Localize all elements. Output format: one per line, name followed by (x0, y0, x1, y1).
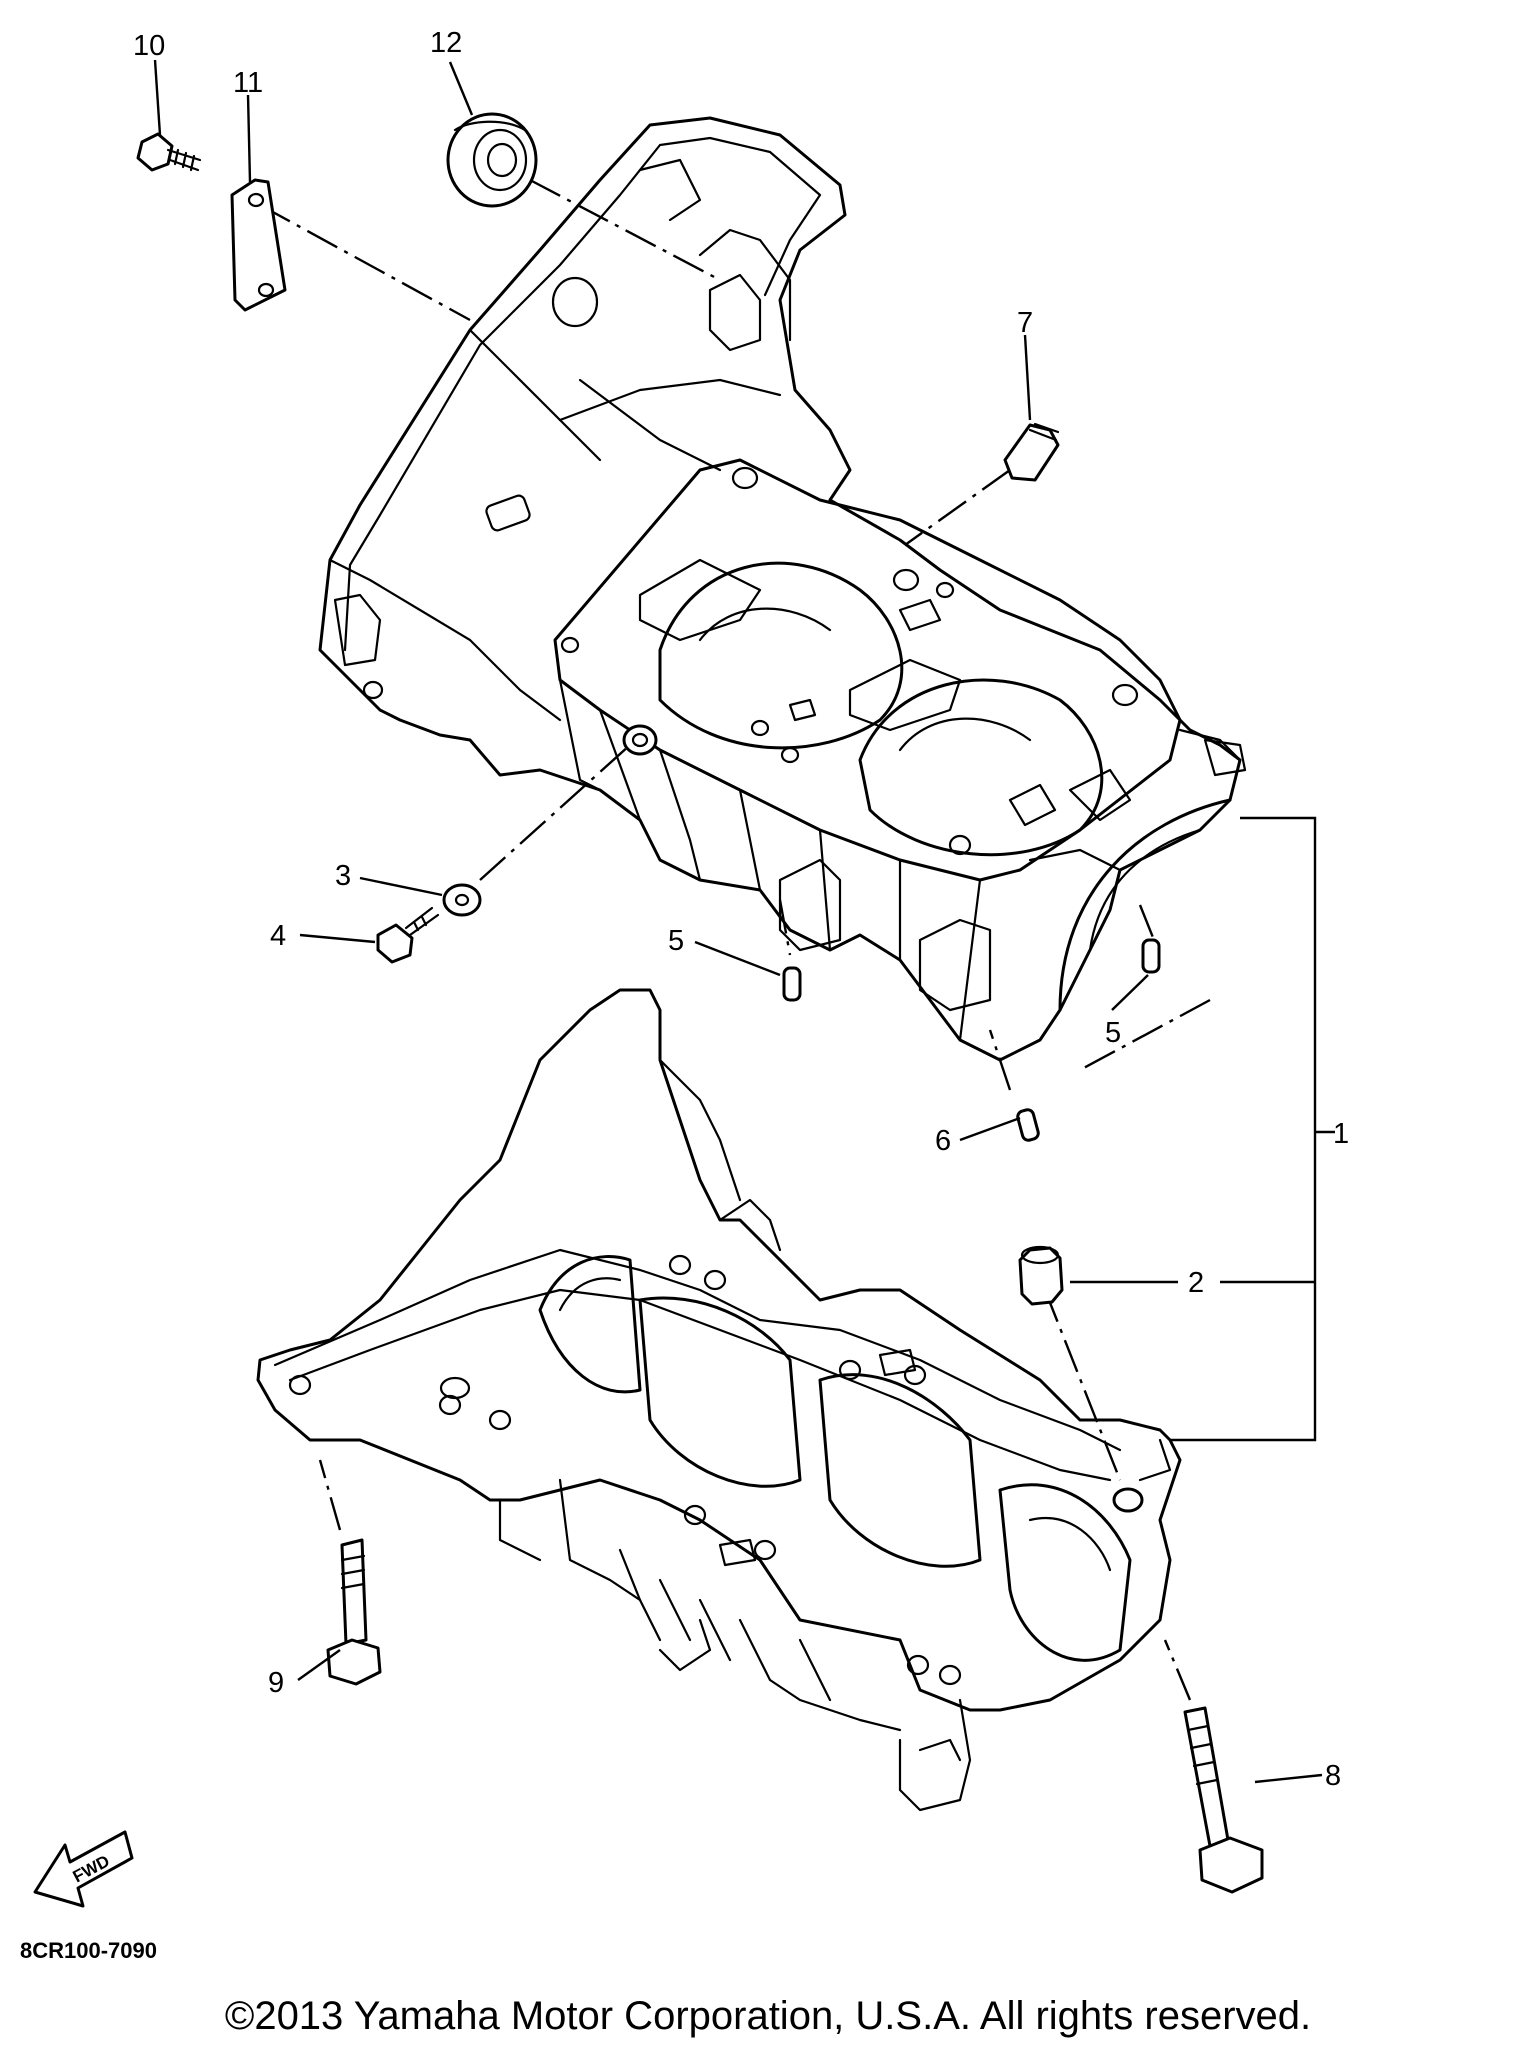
part-5-dowel-right (1141, 938, 1161, 974)
callout-8: 8 (1325, 1760, 1341, 1792)
callout-10: 12 (430, 27, 462, 59)
lower-crankcase (256, 988, 1182, 1812)
fwd-arrow-icon: FWD (33, 1830, 134, 1908)
callout-7: 7 (1017, 307, 1033, 339)
upper-crankcase (318, 116, 1247, 1062)
part-4-bolt (376, 906, 440, 964)
callout-4: 4 (270, 920, 286, 952)
callout-6: 6 (935, 1125, 951, 1157)
callout-5-right: 5 (1105, 1017, 1121, 1049)
part-5-dowel-left (782, 966, 802, 1002)
callout-11: 11 (233, 67, 263, 99)
part-8-bolt (1183, 1706, 1264, 1894)
part-3-washer (442, 883, 482, 917)
part-7-stud (1003, 422, 1060, 482)
part-12-screw (136, 132, 202, 172)
copyright-notice: ©2013 Yamaha Motor Corporation, U.S.A. A… (224, 1994, 1312, 2038)
callout-3: 3 (335, 860, 351, 892)
part-9-bolt (326, 1538, 382, 1686)
part-10-bearing (446, 112, 538, 208)
part-2-plug (1018, 1245, 1064, 1306)
part-code: 8CR100-7090 (20, 1938, 157, 1963)
callout-numbers: 10 11 12 7 3 4 5 5 6 1 2 9 8 (133, 27, 1349, 1792)
callout-9: 9 (268, 1667, 284, 1699)
callout-2: 2 (1188, 1267, 1204, 1299)
callout-1: 1 (1333, 1118, 1349, 1150)
callout-12: 10 (133, 30, 165, 62)
part-6-pin (1016, 1108, 1040, 1142)
assembly-lines (259, 178, 1211, 1701)
small-parts: FWD (33, 112, 1264, 1908)
leader-lines (153, 59, 1335, 1784)
part-11-plate (230, 178, 287, 312)
callout-5-left: 5 (668, 925, 684, 957)
